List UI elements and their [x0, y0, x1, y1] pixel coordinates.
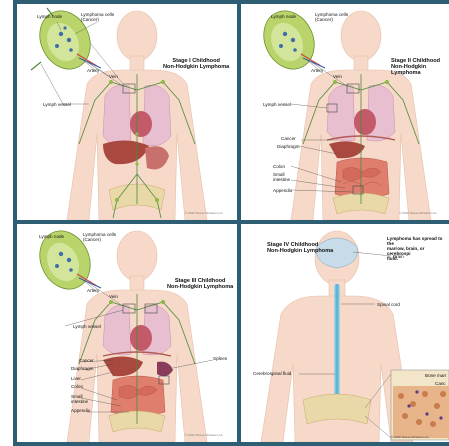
copyright: © 2019 Terese Winslow LLC	[185, 212, 223, 216]
label-lymph-node: Lymph node	[37, 14, 62, 19]
label-artery: Artery	[311, 68, 323, 73]
label-lymphoma-cells: Lymphoma cells (Cancer)	[315, 12, 355, 22]
label-vein: Vein	[333, 74, 342, 79]
diagram-grid: Lymph node Lymphoma cells (Cancer) Arter…	[13, 0, 449, 446]
label-cancer: Cancer	[79, 358, 94, 363]
label-liver: Liver	[71, 376, 81, 381]
copyright: © 2019 Terese Winslow LLC	[399, 212, 437, 216]
heart	[130, 111, 152, 137]
label-bone-marrow: Bone marr	[425, 373, 446, 378]
label-lymph-node: Lymph node	[271, 14, 296, 19]
label-appendix: Appendix	[71, 408, 90, 413]
label-vein: Vein	[109, 294, 118, 299]
label-colon: Colon	[273, 164, 285, 169]
stage-3-illustration	[17, 224, 237, 442]
label-artery: Artery	[87, 288, 99, 293]
panel-stage-1: Lymph node Lymphoma cells (Cancer) Arter…	[17, 4, 237, 220]
label-lymph-node: Lymph node	[39, 234, 64, 239]
label-lymph-vessel: Lymph vessel	[263, 102, 291, 107]
heart	[130, 325, 152, 351]
label-cerebrospinal-fluid: Cerebrospinal fluid	[253, 371, 291, 376]
label-spinal-cord: Spinal cord	[377, 302, 400, 307]
stage-title: Stage IV Childhood Non-Hodgkin Lymphoma	[267, 242, 333, 254]
panel-stage-4: Stage IV Childhood Non-Hodgkin Lymphoma …	[241, 224, 449, 442]
label-lymph-vessel: Lymph vessel	[43, 102, 71, 107]
label-diaphragm: Diaphragm	[277, 144, 299, 149]
heart	[354, 109, 376, 135]
copyright: © 2019 Terese Winslow LLC	[185, 434, 223, 438]
label-artery: Artery	[87, 68, 99, 73]
label-cancer: Cancer	[281, 136, 296, 141]
panel-stage-3: Lymph node Lymphoma cells (Cancer) Arter…	[17, 224, 237, 442]
label-vein: Vein	[109, 74, 118, 79]
label-diaphragm: Diaphragm	[71, 366, 93, 371]
label-cancer: Canc	[435, 381, 446, 386]
panel-stage-2: Lymph node Lymphoma cells (Cancer) Arter…	[241, 4, 449, 220]
copyright: © 2019 Terese Winslow LLC	[391, 436, 429, 440]
stage-title: Stage II Childhood Non-Hodgkin Lymphoma	[391, 58, 449, 77]
label-small-intestine: Small intestine	[71, 394, 95, 404]
label-lymphoma-cells: Lymphoma cells (Cancer)	[81, 12, 121, 22]
stage-title: Stage III Childhood Non-Hodgkin Lymphoma	[167, 278, 233, 290]
label-brain: Brain	[393, 254, 404, 259]
label-colon: Colon	[71, 384, 83, 389]
label-small-intestine: Small intestine	[273, 172, 297, 182]
stage-title: Stage I Childhood Non-Hodgkin Lymphoma	[163, 58, 229, 70]
label-appendix: Appendix	[273, 188, 292, 193]
label-lymph-vessel: Lymph vessel	[73, 324, 101, 329]
intestines	[111, 376, 165, 416]
stage-1-illustration	[17, 4, 237, 220]
label-lymphoma-cells: Lymphoma cells (Cancer)	[83, 232, 123, 242]
label-spleen: Spleen	[213, 356, 227, 361]
intestines	[335, 158, 389, 198]
